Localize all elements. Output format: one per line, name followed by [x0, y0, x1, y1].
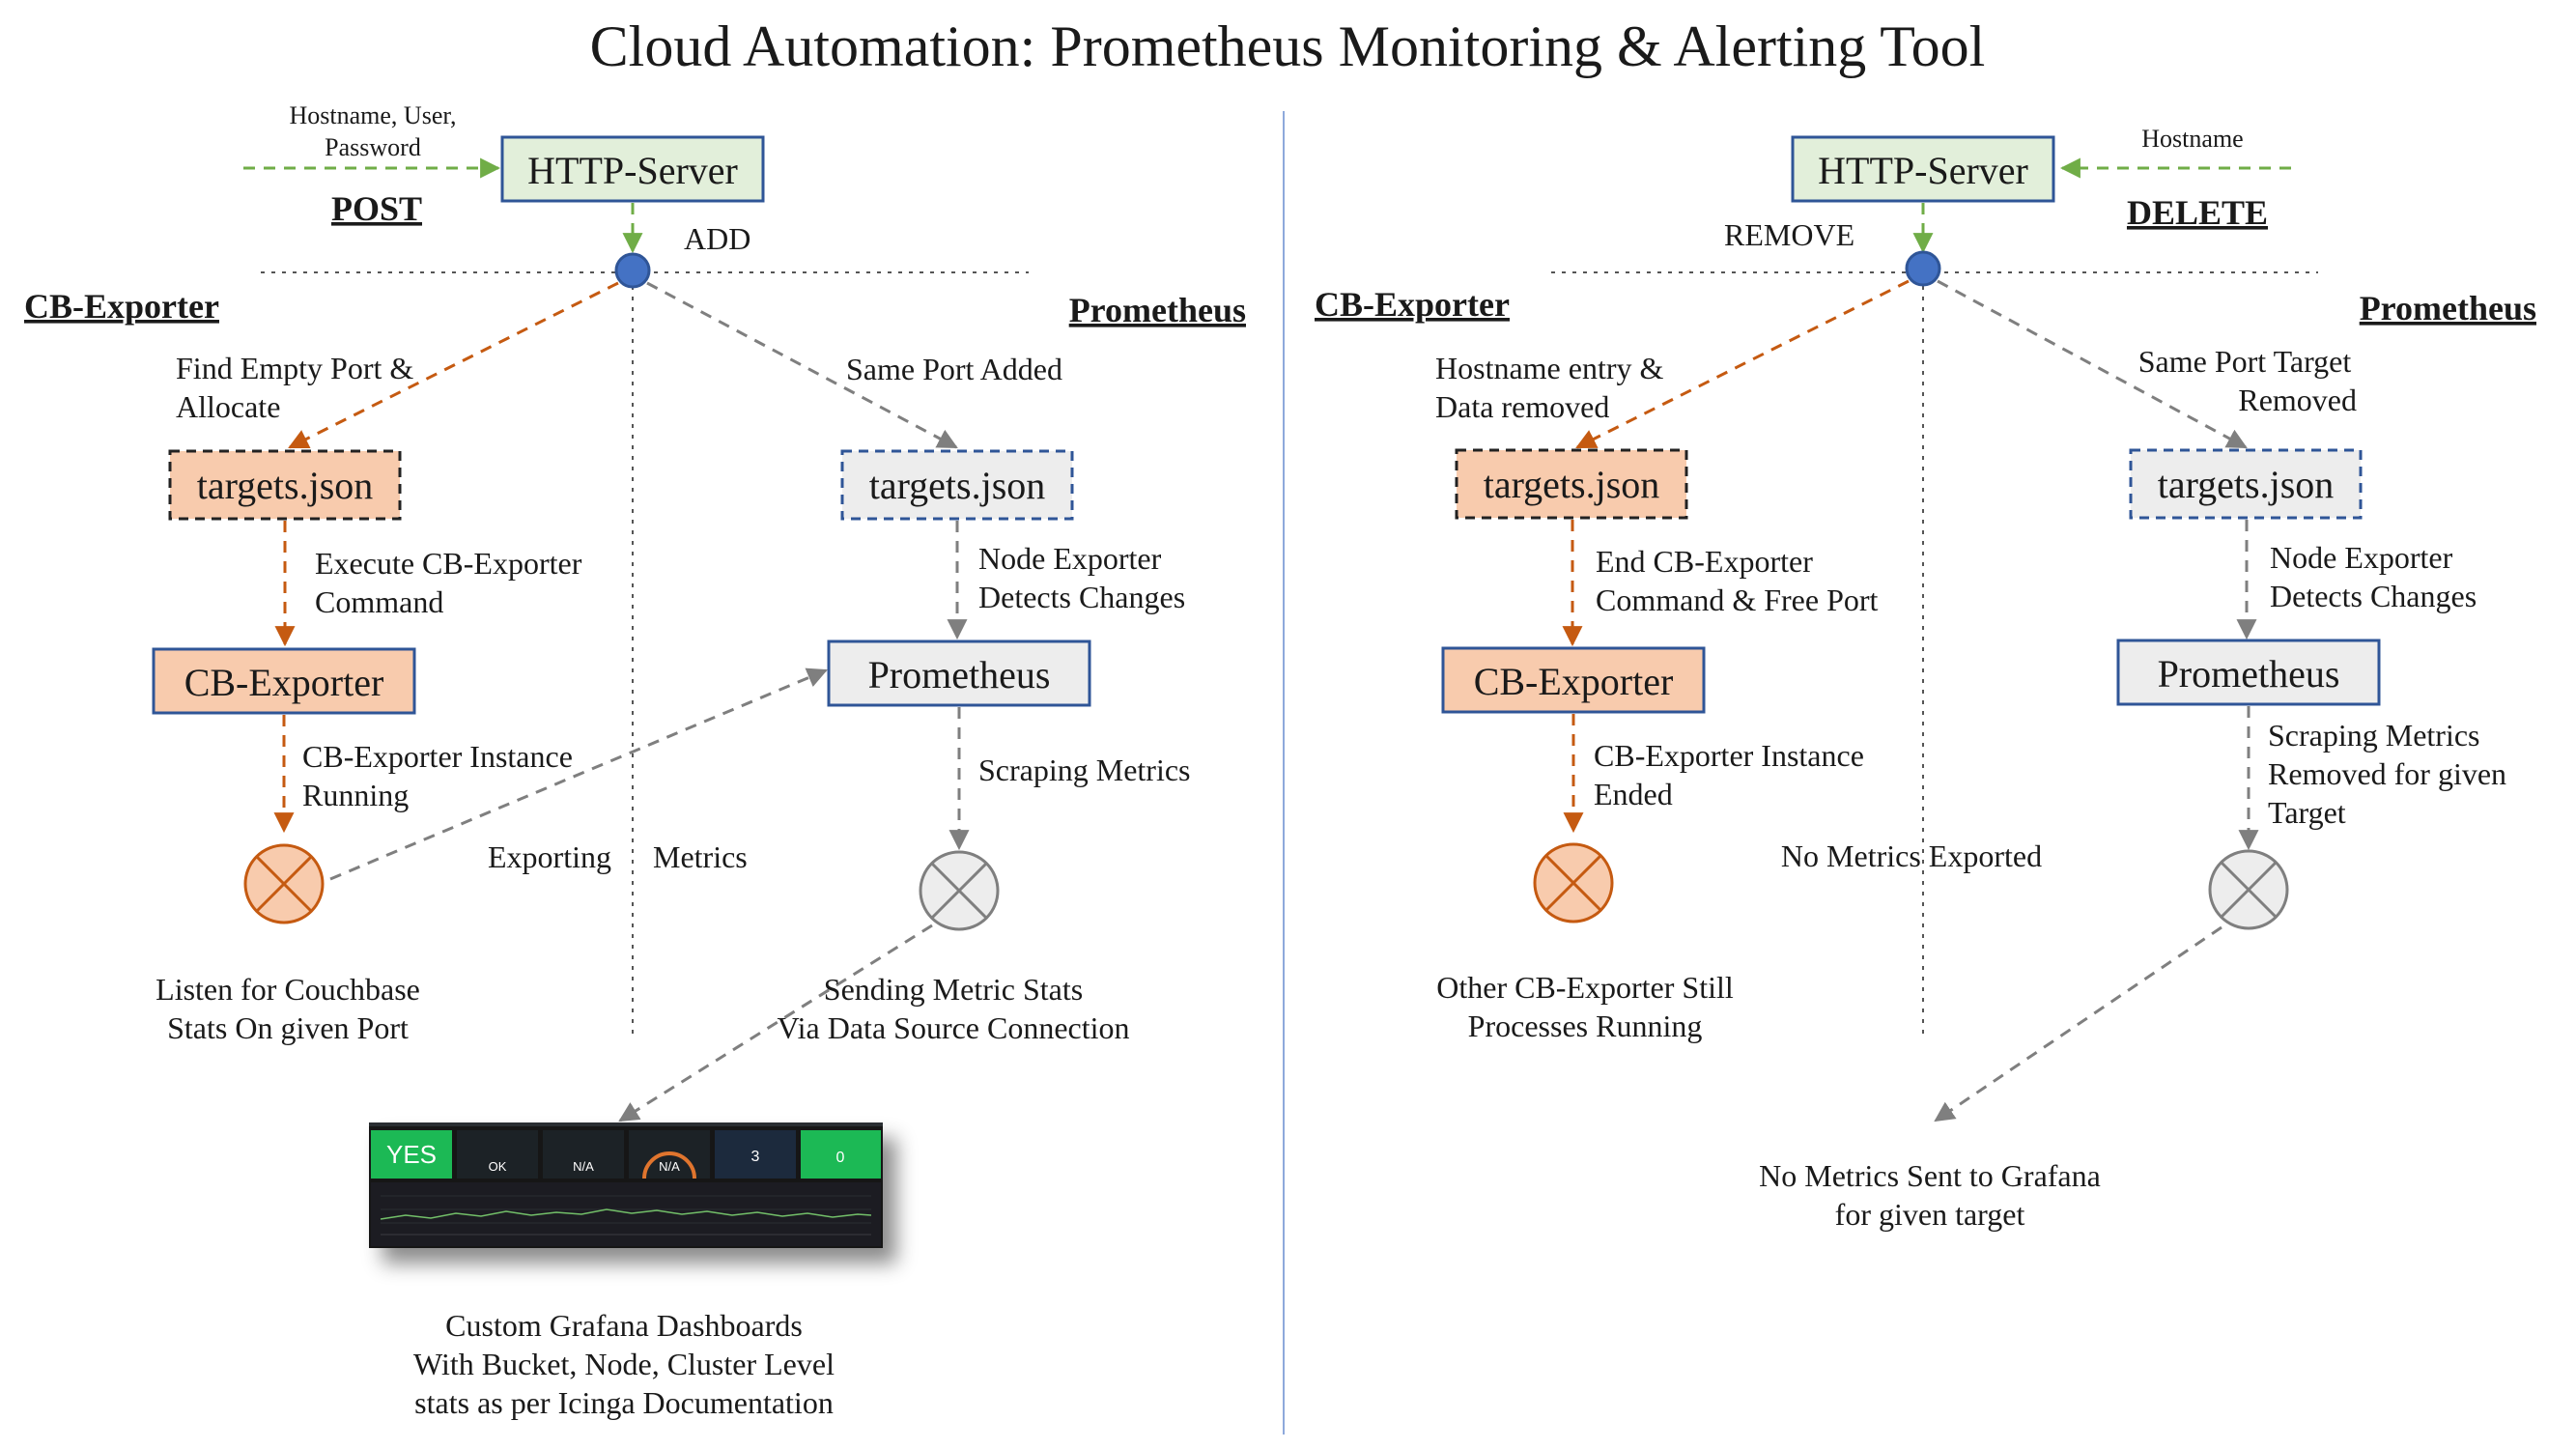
right-same-port-line2: Removed [2238, 383, 2357, 417]
grafana-panel-ok-text: OK [489, 1159, 507, 1174]
right-cb-exporter-label: CB-Exporter [1474, 660, 1674, 703]
grafana-panel-three-text: 3 [751, 1149, 760, 1165]
remove-action-label: REMOVE [1724, 217, 1854, 252]
left-node-exporter-line2: Detects Changes [978, 580, 1185, 614]
left-node-exporter-line1: Node Exporter [978, 541, 1162, 576]
right-scraper-node [2208, 849, 2289, 930]
right-node-to-cb-targets-arrow [1575, 279, 1910, 449]
right-instance-line2: Ended [1594, 777, 1673, 811]
right-node-exporter-line2: Detects Changes [2270, 579, 2477, 613]
right-other-line1: Other CB-Exporter Still [1436, 970, 1734, 1005]
right-prometheus-header: Prometheus [2360, 289, 2536, 327]
right-hostname-removed-line1: Hostname entry & [1435, 351, 1664, 385]
right-http-server-label: HTTP-Server [1818, 149, 2028, 192]
right-scraping-line3: Target [2268, 795, 2346, 830]
left-cb-targets-box[interactable]: targets.json [168, 449, 402, 521]
left-cb-exporter-box[interactable]: CB-Exporter [152, 647, 416, 715]
right-instance-line1: CB-Exporter Instance [1594, 738, 1864, 773]
grafana-dashboard-thumbnail[interactable]: YES OK N/A N/A 3 0 [369, 1122, 883, 1248]
left-exporting-label: Exporting [488, 839, 611, 874]
right-no-grafana-line2: for given target [1835, 1197, 2025, 1232]
left-http-server-box[interactable]: HTTP-Server [500, 135, 765, 203]
left-execute-line2: Command [315, 584, 443, 619]
grafana-panel-ok [457, 1130, 538, 1179]
grafana-panel-na-1 [543, 1130, 624, 1179]
right-prom-targets-label: targets.json [2158, 463, 2335, 506]
left-node-to-prom-targets-arrow [646, 281, 958, 449]
left-same-port-added: Same Port Added [846, 352, 1062, 386]
left-listener-node [243, 843, 325, 924]
right-end-line1: End CB-Exporter [1596, 544, 1813, 579]
left-node-to-cb-targets-arrow [288, 281, 619, 449]
right-prom-targets-box[interactable]: targets.json [2129, 448, 2363, 520]
left-instance-line1: CB-Exporter Instance [302, 739, 573, 774]
grafana-caption-line2: With Bucket, Node, Cluster Level [413, 1347, 835, 1381]
grafana-panel-three [715, 1130, 796, 1179]
left-scraping-label: Scraping Metrics [978, 753, 1191, 787]
left-execute-line1: Execute CB-Exporter [315, 546, 582, 581]
right-panel-remove: Hostname DELETE HTTP-Server REMOVE CB-Ex… [1315, 125, 2536, 1232]
left-metrics-label: Metrics [653, 839, 748, 874]
grafana-caption-line1: Custom Grafana Dashboards [445, 1308, 803, 1343]
left-scraper-to-grafana-arrow [618, 923, 933, 1122]
right-prometheus-box[interactable]: Prometheus [2116, 639, 2381, 706]
right-node-exporter-line1: Node Exporter [2270, 540, 2453, 575]
left-panel-add: Hostname, User, Password POST HTTP-Serve… [24, 101, 1246, 1420]
grafana-panel-yes-text: YES [386, 1140, 437, 1169]
left-prometheus-box[interactable]: Prometheus [827, 639, 1091, 707]
left-cb-targets-label: targets.json [197, 464, 374, 507]
left-prometheus-header: Prometheus [1069, 291, 1246, 329]
left-exporting-metrics-arrow [329, 668, 828, 881]
grafana-gauge-arc [642, 1151, 696, 1179]
left-input-label-line2: Password [325, 133, 421, 161]
right-scraping-line2: Removed for given [2268, 756, 2506, 791]
left-prometheus-label: Prometheus [868, 653, 1051, 696]
right-node-to-prom-targets-arrow [1937, 279, 2248, 449]
left-input-label-line1: Hostname, User, [290, 101, 457, 129]
left-sending-line1: Sending Metric Stats [824, 972, 1083, 1007]
left-branch-node [614, 252, 651, 289]
left-instance-line2: Running [302, 778, 409, 812]
grafana-graph-line [380, 1208, 872, 1220]
grafana-panel-na-1-text: N/A [573, 1159, 594, 1174]
right-http-server-box[interactable]: HTTP-Server [1791, 135, 2055, 203]
grafana-panel-yes [371, 1130, 452, 1179]
left-listen-line1: Listen for Couchbase [156, 972, 420, 1007]
right-cb-exporter-box[interactable]: CB-Exporter [1441, 646, 1706, 714]
grafana-caption-line3: stats as per Icinga Documentation [414, 1385, 834, 1420]
left-prom-targets-box[interactable]: targets.json [840, 449, 1074, 521]
page-title: Cloud Automation: Prometheus Monitoring … [590, 14, 1986, 78]
right-cb-targets-label: targets.json [1484, 463, 1660, 506]
right-branch-node [1905, 250, 1941, 287]
right-scraper-to-grafana-arrow [1934, 925, 2222, 1122]
right-input-label: Hostname [2141, 125, 2243, 153]
left-find-port-line1: Find Empty Port & [176, 351, 413, 385]
left-http-server-label: HTTP-Server [527, 149, 738, 192]
right-ended-node [1533, 842, 1614, 923]
right-same-port-line1: Same Port Target [2138, 344, 2352, 379]
right-prometheus-label: Prometheus [2158, 652, 2340, 696]
grafana-panel-na-2-text: N/A [659, 1159, 680, 1174]
right-cb-exporter-header: CB-Exporter [1315, 285, 1510, 324]
right-hostname-removed-line2: Data removed [1435, 389, 1609, 424]
post-method-label: POST [331, 189, 422, 228]
left-prom-targets-label: targets.json [869, 464, 1046, 507]
right-no-metrics-exported: No Metrics Exported [1781, 838, 2042, 873]
add-action-label: ADD [684, 221, 750, 256]
right-other-line2: Processes Running [1468, 1009, 1703, 1043]
left-scraper-node [919, 850, 1000, 931]
left-find-port-line2: Allocate [176, 389, 280, 424]
left-listen-line2: Stats On given Port [167, 1010, 409, 1045]
grafana-panel-zero-text: 0 [836, 1150, 845, 1166]
left-cb-exporter-header: CB-Exporter [24, 287, 219, 326]
right-scraping-line1: Scraping Metrics [2268, 718, 2480, 753]
right-cb-targets-box[interactable]: targets.json [1455, 448, 1688, 520]
left-cb-exporter-label: CB-Exporter [184, 661, 384, 704]
right-end-line2: Command & Free Port [1596, 582, 1879, 617]
right-no-grafana-line1: No Metrics Sent to Grafana [1759, 1158, 2101, 1193]
grafana-panel-zero [801, 1130, 881, 1179]
left-sending-line2: Via Data Source Connection [777, 1010, 1129, 1045]
delete-method-label: DELETE [2127, 193, 2268, 232]
